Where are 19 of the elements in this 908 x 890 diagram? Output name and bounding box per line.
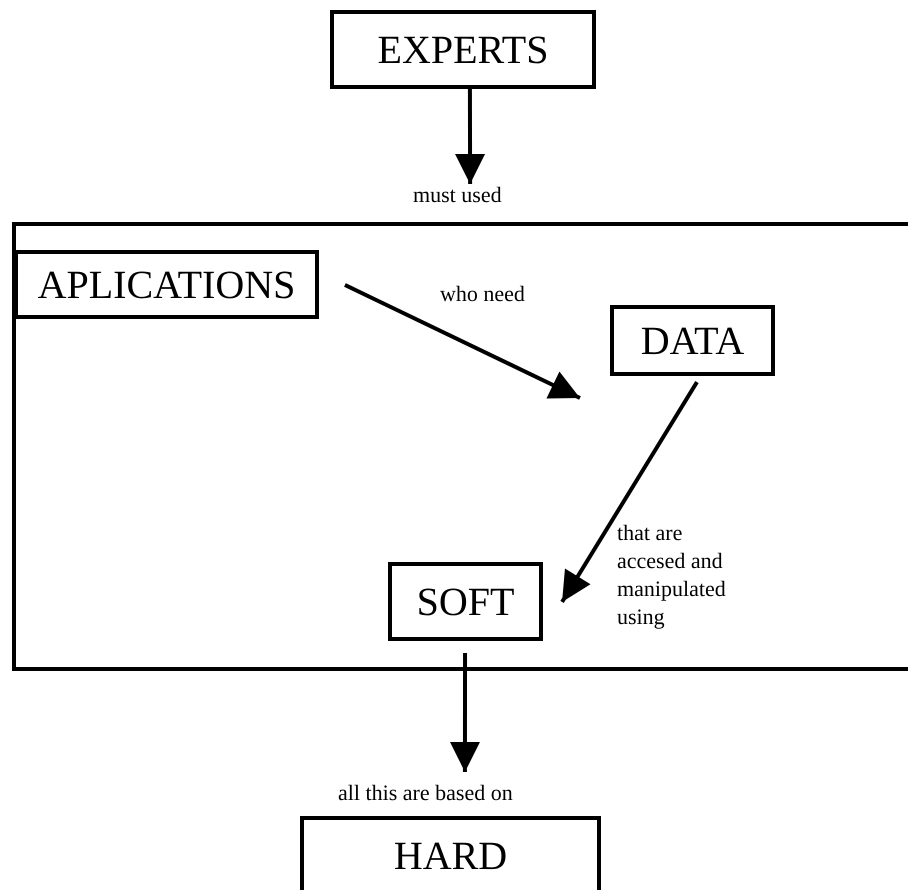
node-label: DATA — [640, 320, 744, 360]
arrow — [344, 283, 581, 400]
process-box — [610, 305, 775, 376]
edge-label: that are accesed and manipulated using — [617, 519, 727, 631]
node-label: APLICATIONS — [38, 264, 296, 304]
arrow — [455, 89, 486, 184]
process-box — [388, 562, 543, 641]
container-box — [12, 222, 908, 671]
node-label: HARD — [394, 836, 508, 876]
process-box — [14, 250, 319, 319]
process-box — [300, 816, 601, 890]
node-label: EXPERTS — [378, 30, 548, 70]
edge-label: all this are based on — [338, 779, 513, 807]
edge-label: who need — [440, 280, 525, 308]
arrow — [560, 380, 699, 604]
process-box — [330, 10, 596, 89]
node-label: SOFT — [416, 582, 514, 622]
edge-label: must used — [413, 181, 502, 209]
arrow — [450, 653, 480, 772]
